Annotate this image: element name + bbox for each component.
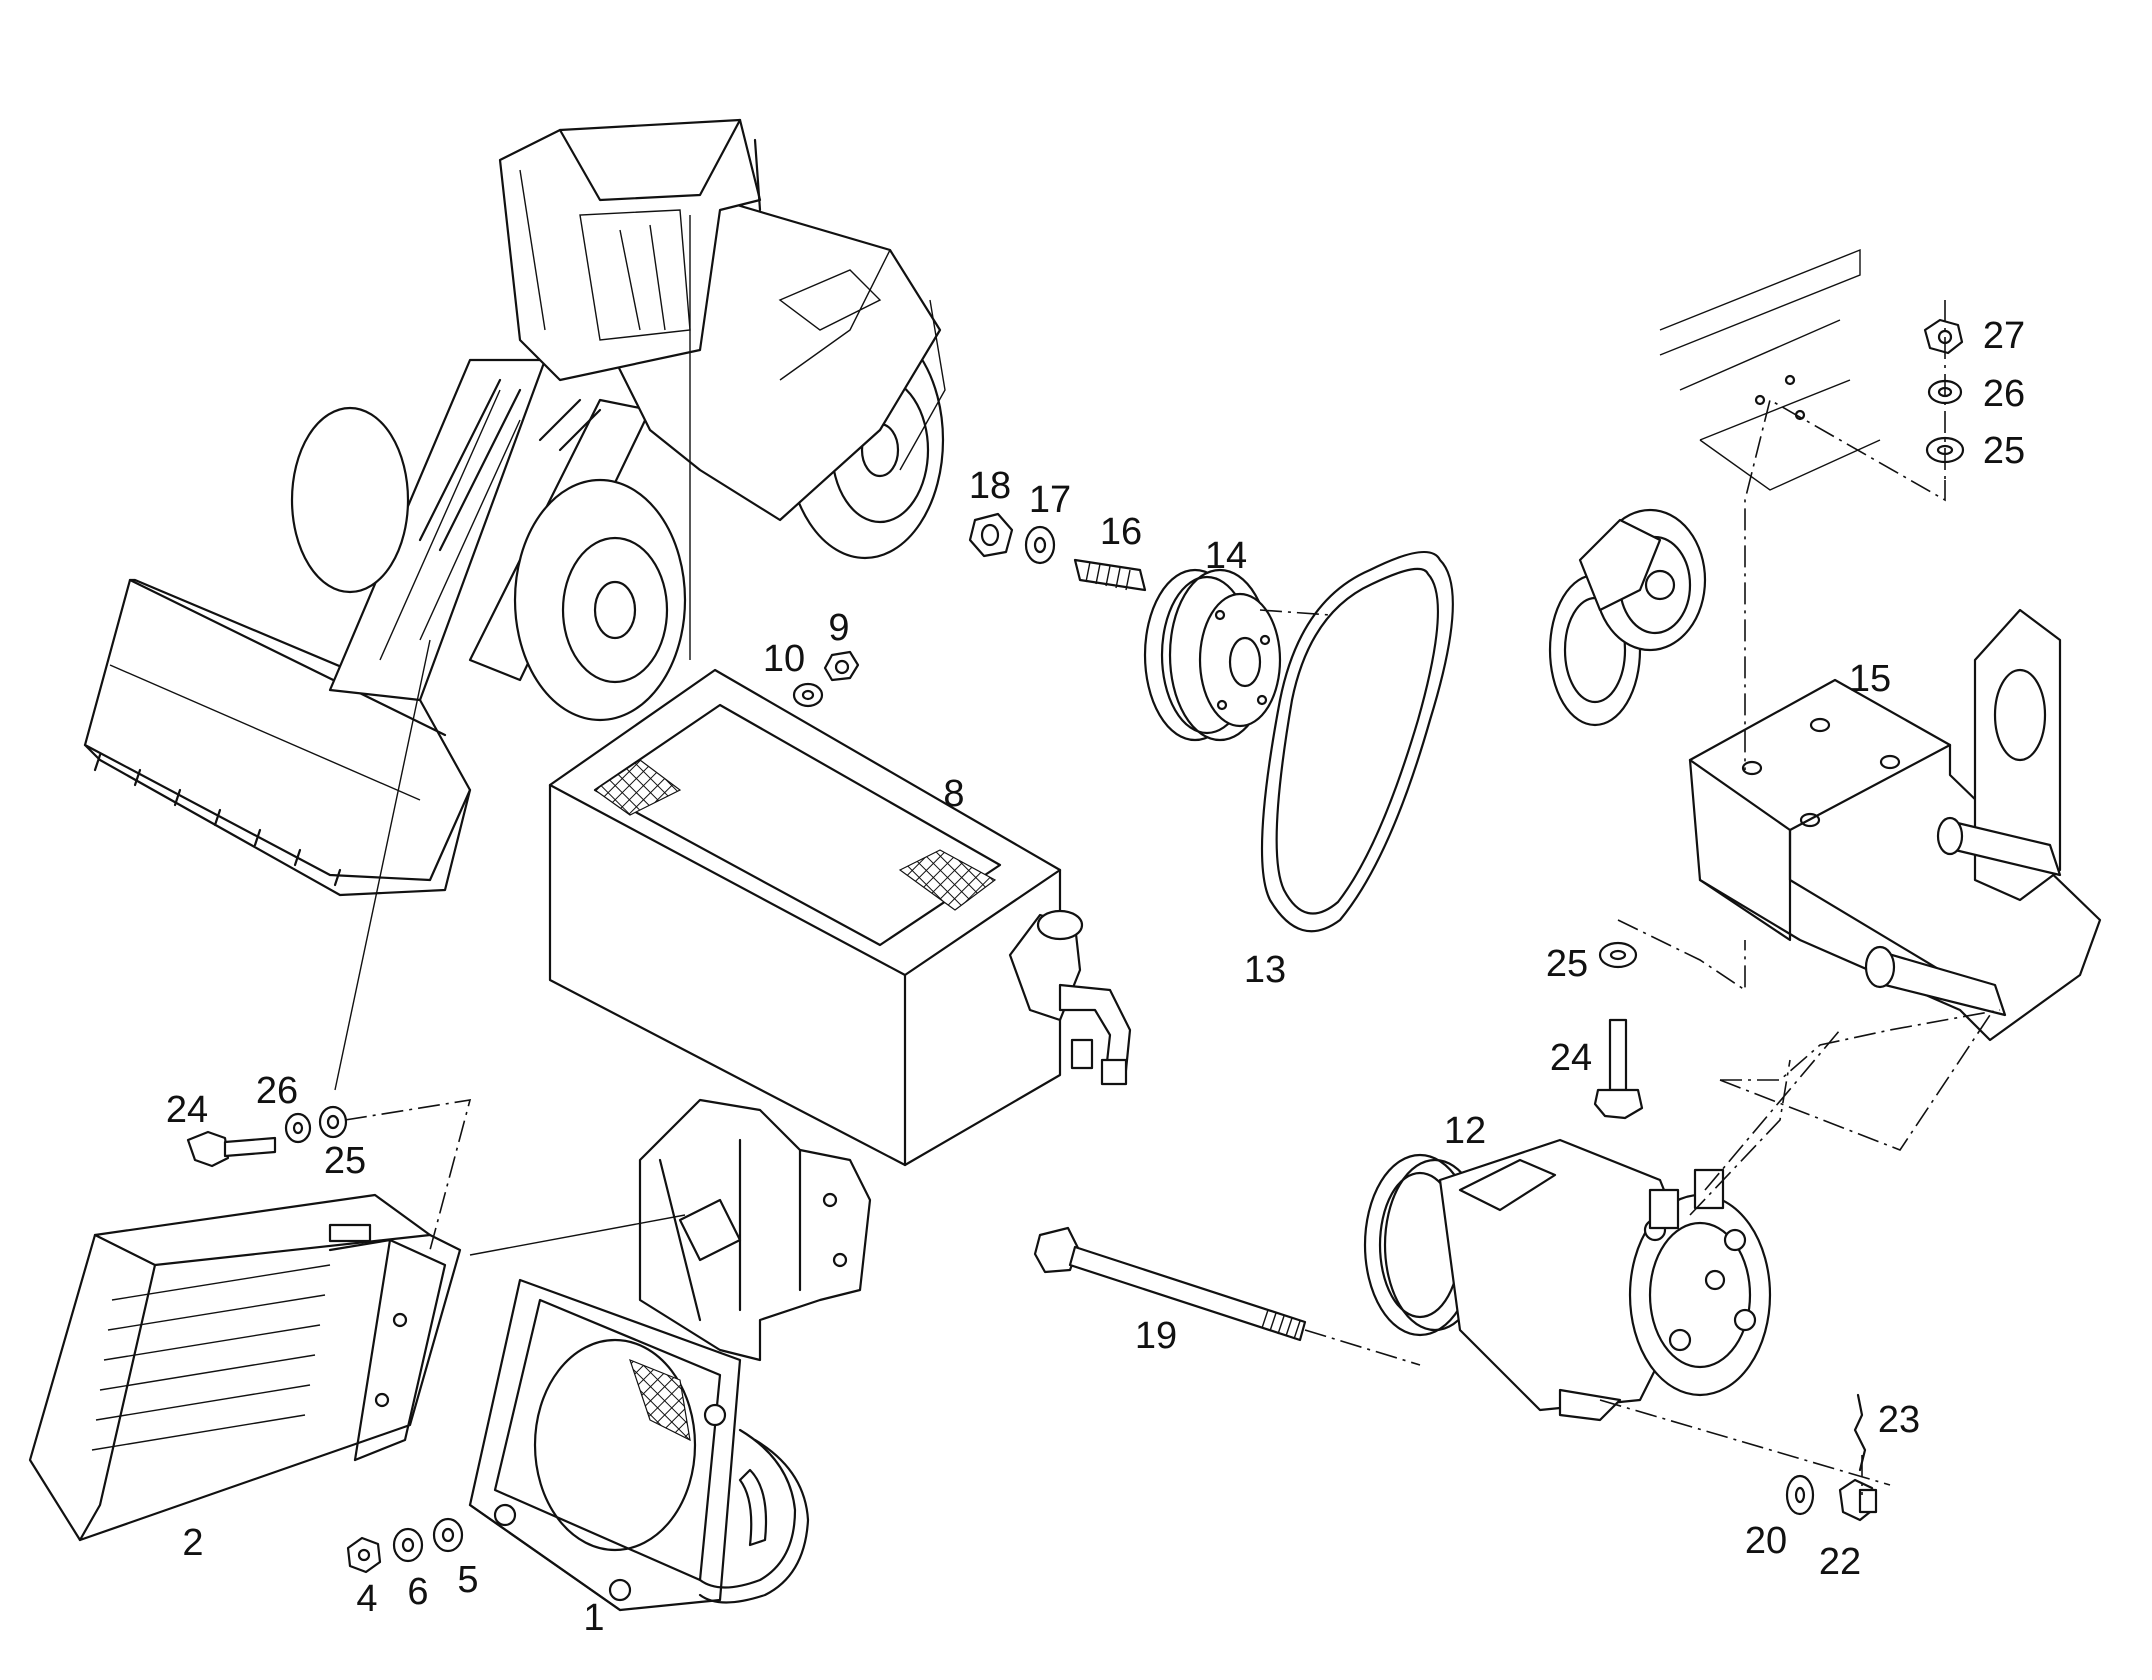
- center-line: [1719, 1014, 1991, 1151]
- center-line: [1599, 1399, 1891, 1486]
- wheel-loader-drawing: [83, 118, 946, 897]
- stud-16-drawing: [1073, 558, 1147, 592]
- callout-9: 9: [828, 607, 850, 649]
- center-line: [1689, 1029, 1841, 1216]
- compressor-12-drawing: [1363, 1138, 1772, 1422]
- hex-nut-4-drawing: [346, 1536, 382, 1574]
- callout-13: 13: [1243, 949, 1287, 991]
- center-line: [1744, 398, 1946, 770]
- evaporator-box-drawing: [548, 668, 1132, 1167]
- nut-9-drawing: [823, 650, 860, 682]
- leader-line: [334, 639, 431, 1091]
- center-line: [1259, 609, 1331, 616]
- center-line: [1720, 1009, 2001, 1081]
- callout-25-top: 25: [1982, 430, 2026, 472]
- callout-26-left: 26: [255, 1070, 299, 1112]
- cotter-pin-23-drawing: [1853, 1393, 1867, 1472]
- castle-nut-22-drawing: [1838, 1478, 1878, 1522]
- callout-25-middle: 25: [1545, 943, 1589, 985]
- washer-25-left-drawing: [318, 1105, 348, 1139]
- washer-17-drawing: [1024, 525, 1056, 565]
- washer-5-drawing: [432, 1517, 464, 1553]
- callout-22: 22: [1818, 1541, 1862, 1583]
- hex-nut-18-drawing: [968, 512, 1014, 558]
- callout-14: 14: [1204, 535, 1248, 577]
- callout-15: 15: [1848, 658, 1892, 700]
- condenser-2-drawing: [28, 1193, 462, 1542]
- washer-10-drawing: [792, 682, 824, 708]
- callout-25-left: 25: [323, 1140, 367, 1182]
- callout-8: 8: [943, 773, 965, 815]
- frame-rail-drawing: [1659, 248, 1881, 491]
- bolt-24-vertical-drawing: [1593, 1018, 1644, 1120]
- center-line: [1304, 1329, 1421, 1366]
- callout-18: 18: [968, 465, 1012, 507]
- callout-4: 4: [356, 1578, 378, 1620]
- callout-5: 5: [457, 1559, 479, 1601]
- fan-cooler-1-drawing: [468, 1278, 810, 1612]
- leader-line: [469, 1214, 686, 1256]
- washer-6-drawing: [392, 1527, 424, 1563]
- callout-10: 10: [762, 638, 806, 680]
- v-belt-13-drawing: [1260, 550, 1454, 933]
- callout-12: 12: [1443, 1110, 1487, 1152]
- pulley-14-drawing: [1143, 568, 1282, 742]
- callout-17: 17: [1028, 479, 1072, 521]
- hex-nut-27-drawing: [1923, 318, 1964, 355]
- belt-tensioner-drawing: [1548, 508, 1707, 727]
- callout-6: 6: [407, 1571, 429, 1613]
- bracket-15-drawing: [1688, 608, 2102, 1042]
- callout-19: 19: [1134, 1315, 1178, 1357]
- callout-23: 23: [1877, 1399, 1921, 1441]
- washer-20-drawing: [1785, 1474, 1815, 1516]
- center-line: [1617, 919, 1746, 992]
- bolt-24-horizontal-drawing: [186, 1130, 277, 1168]
- callout-24-left: 24: [165, 1089, 209, 1131]
- callout-27: 27: [1982, 315, 2026, 357]
- bolt-19-drawing: [1033, 1226, 1307, 1342]
- washer-25-middle-drawing: [1598, 941, 1638, 969]
- mounting-bracket-drawing: [638, 1098, 872, 1362]
- callout-20: 20: [1744, 1520, 1788, 1562]
- callout-16: 16: [1099, 511, 1143, 553]
- callout-24-right: 24: [1549, 1037, 1593, 1079]
- callout-1: 1: [583, 1597, 605, 1639]
- washer-26-left-drawing: [284, 1112, 312, 1144]
- center-line: [344, 1099, 472, 1251]
- callout-2: 2: [182, 1522, 204, 1564]
- callout-26-top: 26: [1982, 373, 2026, 415]
